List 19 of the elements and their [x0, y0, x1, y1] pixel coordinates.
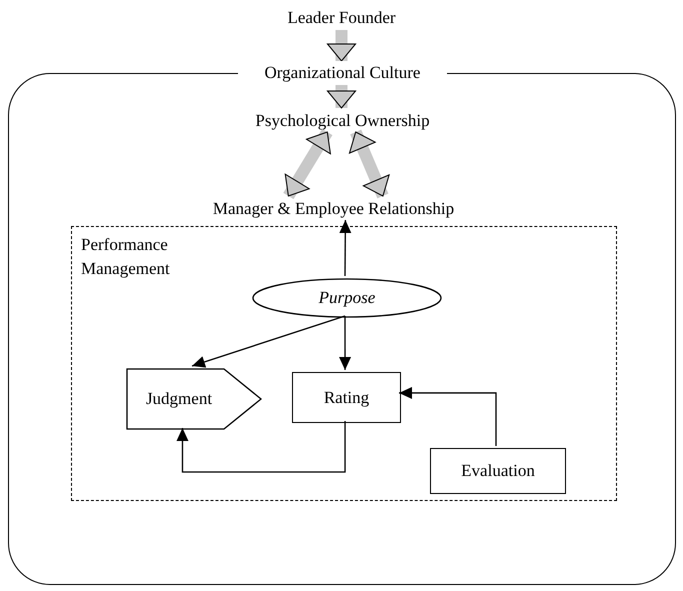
concept-label: Psychological Ownership: [241, 109, 444, 133]
frame-title: Organizational Culture: [238, 61, 447, 85]
block-arrow: [327, 30, 356, 62]
block-arrow: [348, 130, 390, 198]
node-text: Judgment: [146, 389, 212, 409]
concept-label: Manager & Employee Relationship: [176, 197, 491, 221]
process-box: Rating: [292, 372, 401, 423]
arrow: [192, 315, 346, 368]
group-heading: Performance Management: [81, 234, 171, 280]
block-arrow: [327, 85, 356, 108]
arrow: [339, 316, 352, 370]
arrow: [399, 386, 497, 446]
node-text: Purpose: [318, 288, 376, 308]
process-box: Evaluation: [430, 448, 566, 494]
arrow: [176, 421, 346, 473]
arrow: [339, 220, 352, 276]
dashed-group-box: [71, 226, 617, 501]
block-arrow: [283, 128, 332, 200]
concept-label: Leader Founder: [272, 6, 411, 30]
